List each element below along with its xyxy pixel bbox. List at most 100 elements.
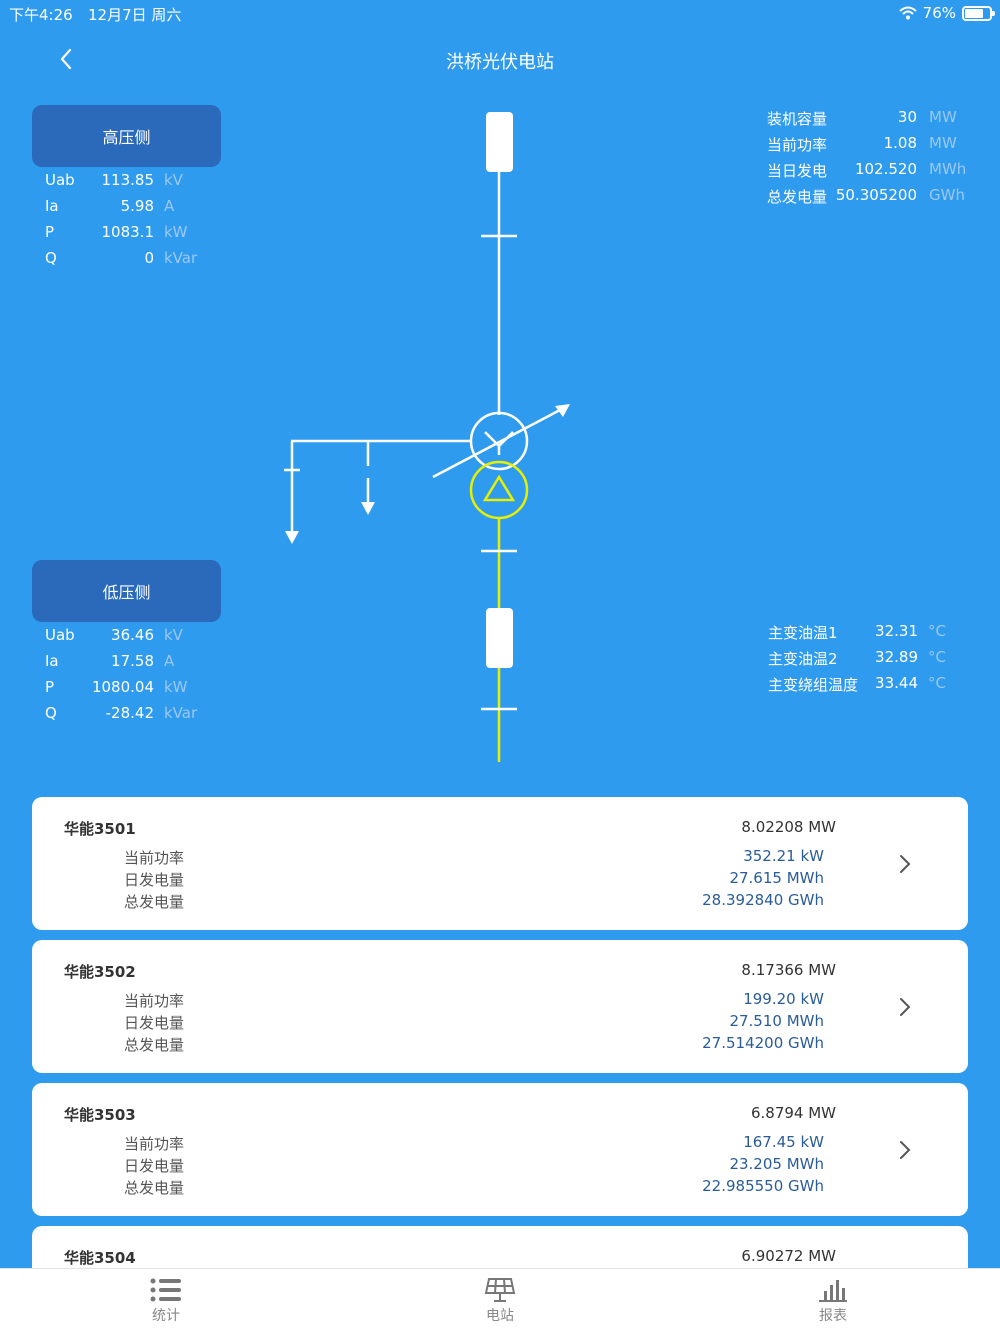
- station-card[interactable]: 华能3503 6.8794 MW 当前功率 日发电量 总发电量 167.45 k…: [32, 1083, 968, 1216]
- nav-bar: 洪桥光伏电站: [0, 36, 1000, 82]
- card-label-total: 总发电量: [124, 893, 185, 911]
- card-label-total: 总发电量: [124, 1179, 185, 1197]
- low-voltage-panel: 低压侧 Uab 36.46 kV Ia 17.58 A P 1080.04 kW…: [32, 560, 222, 726]
- measurement-value: 113.85: [101, 171, 155, 189]
- card-value-daily: 27.510 MWh: [729, 1012, 824, 1030]
- card-label-power: 当前功率: [124, 992, 185, 1010]
- tab-station[interactable]: 电站: [440, 1269, 560, 1334]
- measurement-row: P 1083.1 kW: [32, 219, 222, 245]
- measurement-row: Uab 36.46 kV: [32, 622, 222, 648]
- info-unit: GWh: [929, 186, 965, 204]
- card-value-total: 27.514200 GWh: [702, 1034, 824, 1052]
- tap-changer-arrow: [432, 408, 561, 479]
- chevron-left-icon[interactable]: [52, 44, 80, 74]
- high-voltage-panel: 高压侧 Uab 113.85 kV Ia 5.98 A P 1083.1 kW …: [32, 105, 222, 271]
- card-name: 华能3501: [64, 820, 136, 838]
- card-value-power: 199.20 kW: [743, 990, 824, 1008]
- battery-percent: 76%: [922, 4, 956, 22]
- bar-chart-icon: [819, 1280, 847, 1302]
- info-label: 总发电量: [767, 188, 828, 206]
- info-value: 1.08: [883, 134, 917, 152]
- card-value-power: 167.45 kW: [743, 1133, 824, 1151]
- measurement-value: 36.46: [111, 626, 154, 644]
- card-capacity: 6.90272 MW: [741, 1247, 836, 1265]
- card-label-daily: 日发电量: [124, 1014, 185, 1032]
- measurement-unit: kVar: [164, 704, 198, 722]
- measurement-unit: A: [164, 197, 175, 215]
- info-value: 32.89: [875, 648, 918, 666]
- card-label-power: 当前功率: [124, 849, 185, 867]
- card-name: 华能3504: [64, 1249, 136, 1267]
- transformer-info-row: 主变绕组温度 33.44 °C: [768, 670, 988, 696]
- measurement-label: Ia: [45, 197, 59, 215]
- info-unit: °C: [928, 622, 946, 640]
- status-time: 下午4:26: [9, 6, 73, 24]
- info-value: 32.31: [875, 622, 918, 640]
- wifi-icon: [898, 6, 917, 20]
- measurement-row: P 1080.04 kW: [32, 674, 222, 700]
- status-date: 12月7日 周六: [88, 6, 182, 24]
- measurement-label: Q: [45, 704, 57, 722]
- tab-label: 统计: [152, 1308, 180, 1324]
- info-value: 33.44: [875, 674, 918, 692]
- measurement-label: P: [45, 223, 55, 241]
- info-value: 30: [897, 108, 917, 126]
- measurement-unit: kV: [164, 626, 183, 644]
- status-right: 76%: [898, 4, 995, 22]
- info-label: 当前功率: [767, 136, 828, 154]
- tab-label: 报表: [819, 1308, 847, 1324]
- transformer-info: 主变油温1 32.31 °C 主变油温2 32.89 °C 主变绕组温度 33.…: [768, 618, 988, 696]
- list-icon: [150, 1278, 181, 1302]
- measurement-unit: kW: [164, 678, 188, 696]
- card-name: 华能3503: [64, 1106, 136, 1124]
- measurement-row: Q -28.42 kVar: [32, 700, 222, 726]
- card-label-total: 总发电量: [124, 1036, 185, 1054]
- station-info-row: 装机容量 30 MW: [767, 104, 987, 130]
- card-capacity: 6.8794 MW: [750, 1104, 836, 1122]
- info-unit: MWh: [929, 160, 967, 178]
- info-value: 102.520: [854, 160, 917, 178]
- measurement-label: Ia: [45, 652, 59, 670]
- measurement-label: Uab: [45, 171, 75, 189]
- info-unit: °C: [928, 648, 946, 666]
- solar-panel-icon: [484, 1278, 516, 1302]
- card-value-daily: 23.205 MWh: [729, 1155, 824, 1173]
- measurement-label: Uab: [45, 626, 75, 644]
- status-bar: 下午4:26 12月7日 周六 76%: [0, 0, 1000, 28]
- chevron-right-icon[interactable]: [898, 1139, 912, 1161]
- delta-symbol: [482, 474, 516, 502]
- measurement-value: 0: [144, 249, 154, 267]
- card-capacity: 8.02208 MW: [741, 818, 836, 836]
- measurement-unit: kVar: [164, 249, 198, 267]
- measurement-value: 1083.1: [101, 223, 155, 241]
- page-title: 洪桥光伏电站: [446, 52, 554, 73]
- measurement-value: 5.98: [120, 197, 154, 215]
- info-unit: °C: [928, 674, 946, 692]
- arrow-down-icon: [361, 502, 375, 515]
- station-info-row: 总发电量 50.305200 GWh: [767, 182, 987, 208]
- measurement-unit: kV: [164, 171, 183, 189]
- card-value-power: 352.21 kW: [743, 847, 824, 865]
- tab-report[interactable]: 报表: [773, 1269, 893, 1334]
- card-label-daily: 日发电量: [124, 1157, 185, 1175]
- card-capacity: 8.17366 MW: [741, 961, 836, 979]
- low-voltage-header: 低压侧: [32, 560, 221, 622]
- station-card[interactable]: 华能3501 8.02208 MW 当前功率 日发电量 总发电量 352.21 …: [32, 797, 968, 930]
- transformer-lower-winding: [469, 460, 529, 520]
- measurement-value: 17.58: [111, 652, 154, 670]
- info-unit: MW: [929, 108, 957, 126]
- tab-statistics[interactable]: 统计: [106, 1269, 226, 1334]
- station-info-row: 当日发电 102.520 MWh: [767, 156, 987, 182]
- measurement-label: P: [45, 678, 55, 696]
- info-label: 主变绕组温度: [768, 676, 859, 694]
- card-value-total: 22.985550 GWh: [702, 1177, 824, 1195]
- station-card[interactable]: 华能3502 8.17366 MW 当前功率 日发电量 总发电量 199.20 …: [32, 940, 968, 1073]
- card-name: 华能3502: [64, 963, 136, 981]
- low-voltage-breaker: [486, 608, 513, 668]
- card-value-total: 28.392840 GWh: [702, 891, 824, 909]
- chevron-right-icon[interactable]: [898, 853, 912, 875]
- info-label: 装机容量: [767, 110, 828, 128]
- chevron-right-icon[interactable]: [898, 996, 912, 1018]
- single-line-diagram: [284, 112, 570, 762]
- station-info-row: 当前功率 1.08 MW: [767, 130, 987, 156]
